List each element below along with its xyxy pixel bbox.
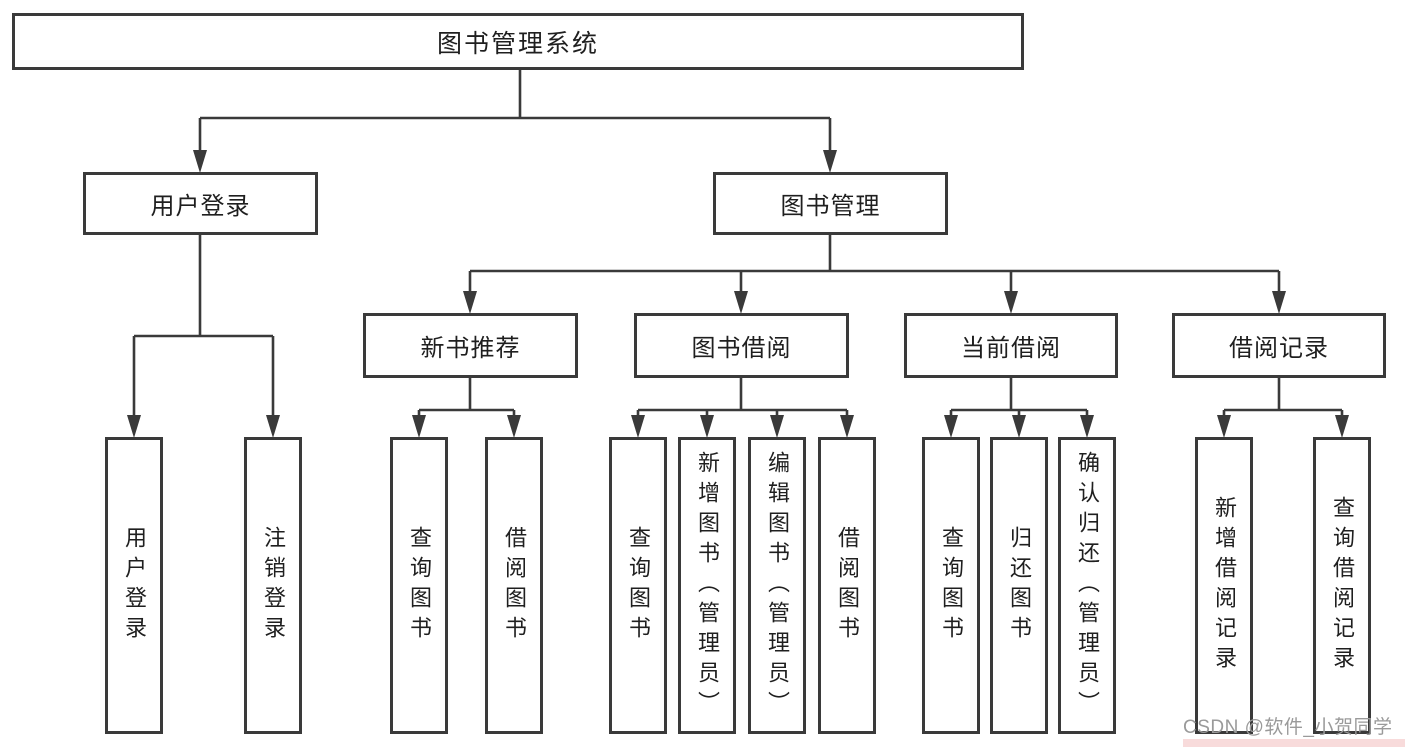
node-add-borrow-record: 新增借阅记录: [1195, 437, 1253, 734]
node-query-books-current: 查询图书: [922, 437, 980, 734]
node-label: 用户登录: [122, 525, 147, 646]
node-library-management-system: 图书管理系统: [12, 13, 1024, 70]
node-label: 新书推荐: [420, 335, 521, 362]
node-user-login: 用户登录: [83, 172, 318, 235]
watermark: CSDN @软件_小贺同学: [1183, 717, 1393, 738]
node-label: 用户登录: [150, 193, 251, 220]
node-label: 新增图书（管理员）: [695, 450, 720, 721]
node-label: 图书管理: [780, 193, 881, 220]
node-user-login-leaf: 用户登录: [105, 437, 163, 734]
node-label: 当前借阅: [961, 335, 1061, 362]
node-label: 查询图书: [407, 525, 432, 646]
node-query-borrow-record: 查询借阅记录: [1313, 437, 1371, 734]
node-confirm-return-admin: 确认归还（管理员）: [1058, 437, 1116, 734]
node-query-books-borrow: 查询图书: [609, 437, 667, 734]
node-label: 图书借阅: [691, 335, 792, 362]
node-logout: 注销登录: [244, 437, 302, 734]
node-label: 借阅图书: [835, 525, 860, 646]
node-borrow-books-leaf: 借阅图书: [818, 437, 876, 734]
node-label: 查询借阅记录: [1330, 495, 1355, 676]
watermark-accent-strip: [1183, 739, 1405, 747]
node-query-books-recommend: 查询图书: [390, 437, 448, 734]
node-label: 注销登录: [261, 525, 286, 646]
node-book-borrowing: 图书借阅: [634, 313, 849, 378]
node-book-management: 图书管理: [713, 172, 948, 235]
node-current-borrowing: 当前借阅: [904, 313, 1118, 378]
node-label: 编辑图书（管理员）: [765, 450, 790, 721]
node-label: 查询图书: [626, 525, 651, 646]
node-label: 借阅记录: [1229, 335, 1329, 362]
node-add-books-admin: 新增图书（管理员）: [678, 437, 736, 734]
node-label: 新增借阅记录: [1212, 495, 1237, 676]
node-label: 图书管理系统: [436, 29, 599, 58]
node-label: 确认归还（管理员）: [1075, 450, 1100, 721]
node-label: 借阅图书: [502, 525, 527, 646]
node-return-books: 归还图书: [990, 437, 1048, 734]
node-label: 归还图书: [1007, 525, 1032, 646]
node-new-book-recommendation: 新书推荐: [363, 313, 578, 378]
node-label: 查询图书: [939, 525, 964, 646]
node-borrowing-records: 借阅记录: [1172, 313, 1386, 378]
node-borrow-books-recommend: 借阅图书: [485, 437, 543, 734]
node-edit-books-admin: 编辑图书（管理员）: [748, 437, 806, 734]
